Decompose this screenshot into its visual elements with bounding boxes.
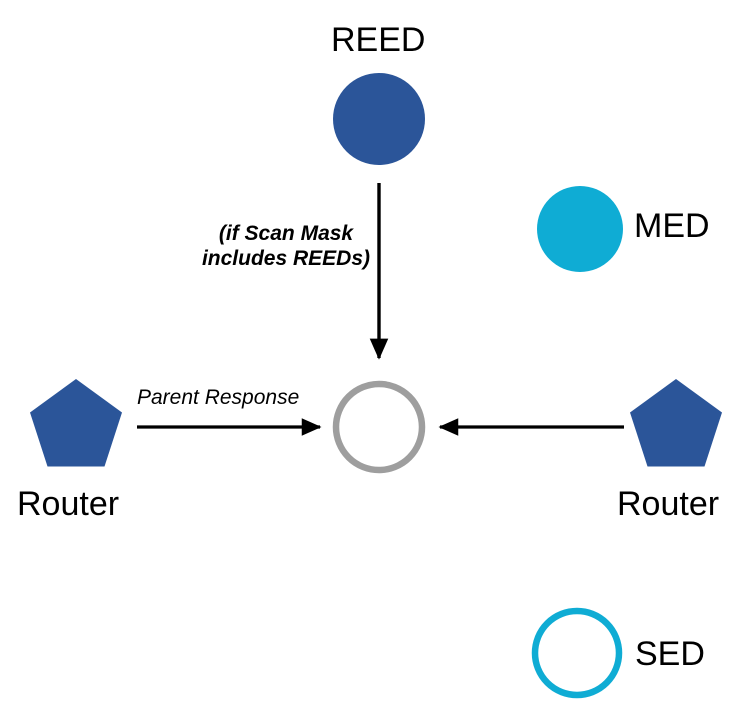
edge-label-scan-mask-line2: includes REEDs): [201, 246, 371, 270]
node-label-router-right: Router: [617, 485, 720, 523]
node-label-med: MED: [634, 207, 710, 245]
node-label-router-left: Router: [17, 485, 120, 523]
node-router-right-shape[interactable]: [630, 379, 722, 467]
node-sed-shape[interactable]: [531, 607, 623, 699]
node-med-shape[interactable]: [537, 186, 623, 272]
edge-label-scan-mask-line1: (if Scan Mask: [218, 222, 354, 245]
node-label-sed: SED: [635, 635, 705, 673]
node-device-shape[interactable]: [332, 380, 426, 474]
node-label-reed: REED: [331, 21, 426, 59]
edge-label-parent-response: Parent Response: [137, 386, 300, 409]
node-router-left-shape[interactable]: [30, 379, 122, 467]
node-reed-shape[interactable]: [333, 73, 425, 165]
